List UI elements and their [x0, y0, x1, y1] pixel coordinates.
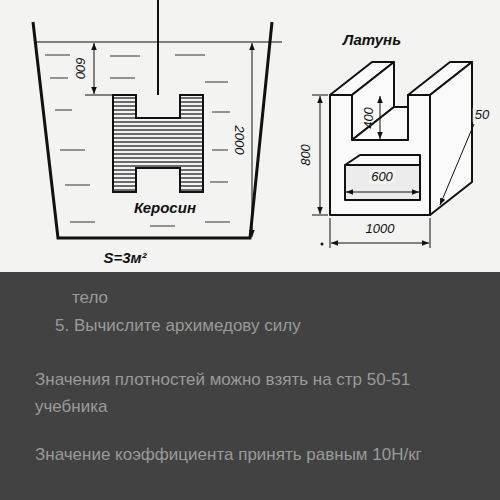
- dot: [321, 243, 324, 246]
- dimension-label: 400: [362, 107, 376, 129]
- task-text: тело: [72, 284, 272, 311]
- dimension-line: [252, 43, 253, 237]
- dimension-label: 2000: [232, 126, 246, 155]
- dimension-line: [94, 43, 95, 94]
- liquid-name: Керосин: [134, 200, 196, 217]
- rope: [157, 0, 159, 95]
- task-text: 5. Вычислите архимедову силу: [55, 312, 495, 339]
- screen-ground: [0, 272, 500, 500]
- note-text: Значение коэффициента принять равным 10Н…: [35, 441, 480, 468]
- dimension-label: 600: [73, 57, 87, 79]
- extension-line: [85, 95, 112, 96]
- dimension-label: 800: [299, 144, 313, 166]
- note-text: Значения плотностей можно взять на стр 5…: [35, 366, 485, 420]
- paper-ground: [0, 0, 500, 272]
- dimension-lines: [312, 95, 474, 248]
- vessel: [33, 22, 272, 238]
- liquid-strokes: [45, 55, 230, 226]
- submerged-body: [113, 95, 203, 192]
- material-name: Латунь: [343, 32, 401, 49]
- brass-body: [330, 62, 472, 215]
- area-label: S=3м²: [103, 250, 146, 267]
- dimension-label: 50: [473, 108, 491, 122]
- dimension-label: 1000: [364, 222, 397, 236]
- dimension-label: 600: [369, 170, 395, 184]
